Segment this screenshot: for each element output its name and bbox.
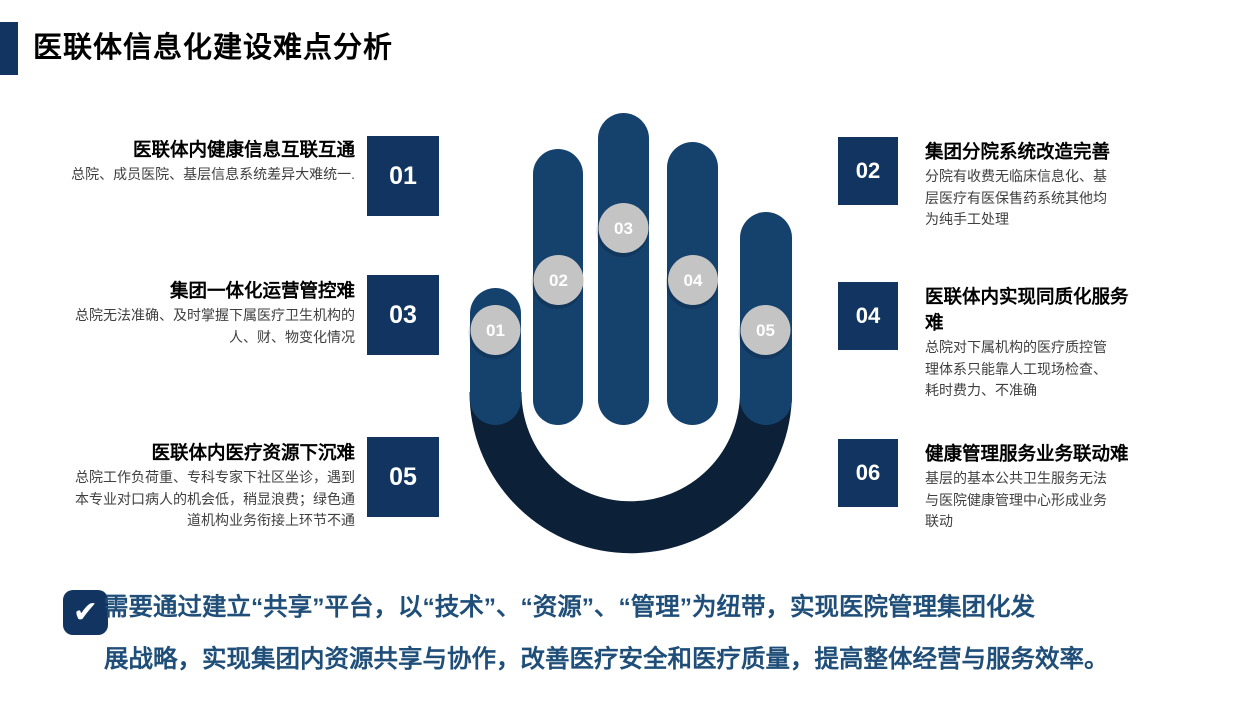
finger-circle-4 (668, 255, 718, 305)
hand-graphic: 01 02 03 04 05 (468, 113, 792, 554)
item-title: 集团分院系统改造完善 (925, 141, 1111, 162)
finger-number-2: 02 (549, 271, 568, 290)
item-description: 总院对下属机构的医疗质控管理体系只能靠人工现场检查、耗时费力、不准确 (925, 339, 1107, 398)
difficulty-item-02: 集团分院系统改造完善 分院有收费无临床信息化、基层医疗有医保售药系统其他均为纯手… (925, 139, 1137, 231)
difficulty-item-05: 医联体内医疗资源下沉难 总院工作负荷重、专科专家下社区坐诊，遇到本专业对口病人的… (30, 440, 355, 532)
finger-circle-3 (598, 203, 649, 253)
item-title: 集团一体化运营管控难 (169, 280, 355, 301)
item-description: 总院无法准确、及时掌握下属医疗卫生机构的人、财、物变化情况 (75, 307, 355, 345)
finger-number-4: 04 (684, 271, 703, 290)
summary-text: 需要通过建立“共享”平台，以“技术”、“资源”、“管理”为纽带，实现医院管理集团… (104, 582, 1164, 686)
title-accent-bar (0, 22, 18, 75)
item-title: 医联体内实现同质化服务难 (925, 286, 1129, 333)
item-title: 医联体内医疗资源下沉难 (151, 442, 355, 463)
finger-circle-5 (740, 305, 791, 355)
number-badge-06: 06 (838, 439, 898, 507)
item-description: 总院工作负荷重、专科专家下社区坐诊，遇到本专业对口病人的机会低，稍显浪费；绿色通… (75, 469, 355, 528)
summary-line-2: 展战略，实现集团内资源共享与协作，改善医疗安全和医疗质量，提高整体经营与服务效率… (104, 646, 1109, 673)
summary-line-1: 需要通过建立“共享”平台，以“技术”、“资源”、“管理”为纽带，实现医院管理集团… (104, 594, 1035, 621)
item-title: 医联体内健康信息互联互通 (132, 139, 355, 160)
finger-circle-1 (470, 305, 521, 355)
difficulty-item-03: 集团一体化运营管控难 总院无法准确、及时掌握下属医疗卫生机构的人、财、物变化情况 (30, 278, 355, 348)
item-title: 健康管理服务业务联动难 (925, 443, 1129, 464)
number-badge-02: 02 (838, 137, 898, 205)
item-description: 总院、成员医院、基层信息系统差异大难统一. (71, 166, 355, 182)
difficulty-item-06: 健康管理服务业务联动难 基层的基本公共卫生服务无法与医院健康管理中心形成业务联动 (925, 441, 1137, 533)
finger-bar-3 (598, 113, 649, 425)
finger-number-1: 01 (486, 321, 505, 340)
number-badge-04: 04 (838, 282, 898, 350)
finger-number-3: 03 (614, 219, 633, 238)
palm-arc (469, 391, 792, 554)
item-description: 分院有收费无临床信息化、基层医疗有医保售药系统其他均为纯手工处理 (925, 168, 1107, 227)
difficulty-item-04: 医联体内实现同质化服务难 总院对下属机构的医疗质控管理体系只能靠人工现场检查、耗… (925, 284, 1137, 402)
item-description: 基层的基本公共卫生服务无法与医院健康管理中心形成业务联动 (925, 470, 1107, 529)
page-title: 医联体信息化建设难点分析 (33, 32, 394, 64)
checkmark-icon: ✔ (63, 590, 108, 635)
number-badge-03: 03 (367, 275, 439, 355)
difficulty-item-01: 医联体内健康信息互联互通 总院、成员医院、基层信息系统差异大难统一. (30, 137, 355, 186)
number-badge-01: 01 (367, 136, 439, 216)
finger-number-5: 05 (756, 321, 775, 340)
finger-circle-2 (533, 255, 584, 305)
number-badge-05: 05 (367, 437, 439, 517)
